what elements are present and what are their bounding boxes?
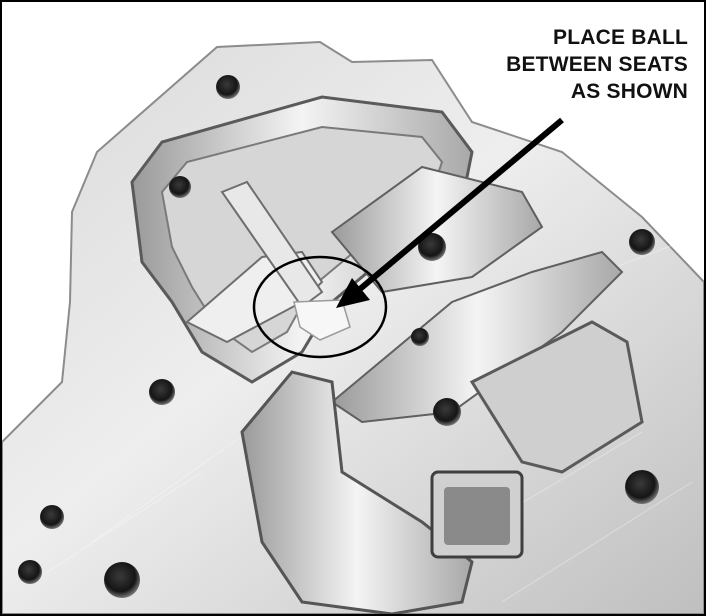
lower-square-port-inner [444, 487, 510, 545]
bolt-hole [411, 328, 429, 346]
bolt-hole [40, 505, 64, 529]
bolt-hole [629, 229, 655, 255]
callout-text: PLACE BALL BETWEEN SEATS AS SHOWN [506, 24, 688, 105]
callout-line: BETWEEN SEATS [506, 53, 688, 76]
bolt-hole [418, 233, 446, 261]
bolt-hole [216, 75, 240, 99]
callout-arrow-shaft [352, 117, 564, 297]
right-rect-pocket [469, 320, 644, 474]
bolt-hole [104, 562, 140, 598]
bolt-hole [433, 398, 461, 426]
bolt-hole [149, 379, 175, 405]
callout-line: AS SHOWN [570, 80, 688, 103]
right-channel-lower [330, 250, 624, 424]
callout-arrow-head [336, 278, 370, 308]
bolt-hole [625, 470, 659, 504]
check-ball-seat [293, 299, 351, 341]
callout-circle [252, 255, 388, 359]
bolt-holes [18, 75, 659, 598]
bolt-hole [18, 560, 42, 584]
bolt-hole [169, 176, 191, 198]
callout-line: PLACE BALL [553, 26, 688, 49]
surface-scratches [31, 141, 693, 603]
lower-pocket [240, 370, 474, 614]
